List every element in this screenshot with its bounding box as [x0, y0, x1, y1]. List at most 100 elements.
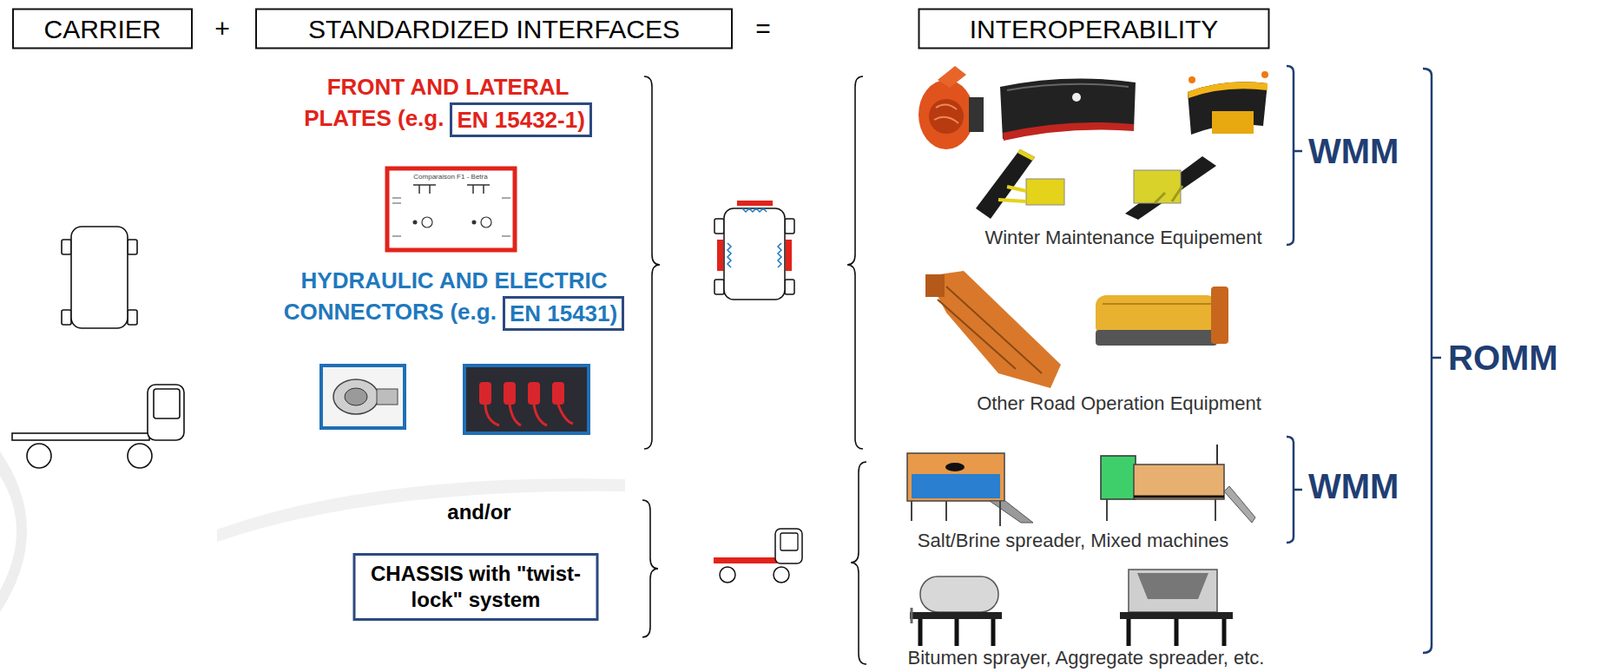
flail-mower-picture: [925, 270, 1061, 389]
electric-connector-photo: [464, 365, 589, 434]
carrier-truck-icon-part: [12, 433, 150, 441]
hydraulic-plug-photo: [321, 365, 405, 428]
sweeper-picture-part: [1095, 329, 1218, 346]
chassis-truck-icon-part: [773, 566, 790, 583]
plate-drawing: [387, 168, 515, 251]
plate-drawing-part: [421, 217, 433, 228]
flail-mower-picture-part: [937, 286, 1042, 374]
snow-blower-picture: [918, 65, 984, 150]
sweeper-picture-part: [1102, 302, 1212, 305]
box-text: STANDARDIZED INTERFACES: [308, 13, 680, 44]
aggregate-spreader-picture: [1119, 569, 1233, 646]
electric-connector-photo-part: [485, 404, 573, 426]
salt-spreader-picture-part: [989, 500, 1034, 523]
background-swoosh: [0, 451, 626, 613]
carrier-with-plates-icon-part-part: [784, 279, 795, 295]
curly-brace: [642, 76, 867, 665]
box-text: CHASSIS with "twist-lock" system: [362, 560, 590, 613]
mixed-machine-picture-part: [1216, 444, 1219, 465]
equipment-caption: Winter Maintenance Equipement: [984, 226, 1262, 249]
snow-blower-picture-part: [968, 97, 984, 132]
carrier-with-plates-icon-part: [717, 239, 724, 271]
bitumen-sprayer-picture-part: [920, 618, 994, 646]
carrier-truck-icon-part: [26, 443, 52, 468]
chassis-truck-icon-part: [713, 557, 777, 564]
carrier-truck-icon-part: [153, 388, 180, 419]
snow-plow-picture: [1000, 79, 1136, 141]
group-bracket-part: [1286, 65, 1303, 245]
snow-plow-picture-part: [1002, 122, 1134, 141]
background-swoosh-part: [217, 478, 626, 542]
chassis-truck-icon-part: [719, 566, 736, 583]
carrier-truck-icon: [12, 384, 185, 468]
mixed-machine-picture-part: [1100, 455, 1136, 500]
aggregate-spreader-picture-part: [1128, 569, 1218, 613]
carrier-topview-icon-part: [127, 309, 138, 325]
electric-connector-photo-part: [527, 381, 540, 405]
electric-connector-photo-part: [503, 381, 516, 405]
hydraulic-plug-photo-part: [344, 388, 368, 406]
carrier-with-plates-icon-part: [737, 200, 773, 206]
snow-plow-picture-part: [1007, 84, 1129, 91]
equipment-caption: Bitumen sprayer, Aggregate spreader, etc…: [908, 646, 1265, 669]
carrier-with-plates-icon-part: [742, 208, 767, 212]
bitumen-sprayer-picture-part: [910, 607, 914, 624]
plate-drawing-part: [392, 197, 511, 237]
carrier-with-plates-icon-part: [727, 243, 731, 268]
carrier-with-plates-icon-part: [785, 239, 792, 271]
operator-sign: +: [214, 13, 231, 45]
mixed-machine-picture-part: [1224, 486, 1256, 523]
mixed-machine-picture-part: [1106, 499, 1216, 521]
box-text: EN 15431): [509, 300, 618, 327]
snow-blower-picture-part: [937, 65, 967, 88]
snow-plow-picture: [975, 149, 1065, 219]
standard-ref-box: EN 15432-1): [449, 102, 592, 138]
group-bracket-part: [1422, 68, 1442, 653]
group-label: WMM: [1308, 131, 1399, 172]
box-text: CARRIER: [43, 13, 161, 44]
mixed-machine-picture-part: [1133, 464, 1225, 500]
box-text: INTEROPERABILITY: [969, 13, 1219, 44]
salt-spreader-picture-part: [911, 474, 1001, 499]
snow-blower-picture-part: [928, 98, 964, 134]
chassis-truck-icon-part: [775, 528, 803, 564]
snow-plow-picture-part: [1211, 111, 1254, 134]
snow-blower-picture-part: [934, 104, 959, 124]
snow-plow-picture-part: [1072, 92, 1081, 102]
carrier-topview-icon-part: [61, 309, 72, 325]
flail-mower-picture-part: [925, 274, 945, 297]
aggregate-spreader-picture-part: [1137, 572, 1209, 600]
snow-plow-picture-part: [1026, 178, 1065, 205]
chassis-box: CHASSIS with "twist-lock" system: [353, 553, 600, 621]
header-box: STANDARDIZED INTERFACES: [255, 8, 733, 50]
sweeper-picture-part: [1211, 286, 1229, 344]
salt-spreader-picture-part: [945, 462, 965, 472]
drawing-title: Comparaison F1 - Betra: [413, 172, 488, 181]
snow-plow-picture-part: [1154, 185, 1183, 204]
mixed-machine-picture: [1100, 444, 1256, 523]
curly-brace-part: [644, 76, 660, 449]
carrier-with-plates-icon-part: [777, 243, 782, 268]
carrier-topview-icon-part: [71, 226, 128, 329]
group-label: WMM: [1308, 466, 1399, 507]
carrier-truck-icon-part: [147, 384, 185, 441]
mixed-machine-picture-part: [1133, 495, 1225, 499]
snow-plow-picture-part: [1261, 71, 1269, 79]
salt-spreader-picture: [907, 453, 1034, 527]
salt-spreader-picture-part: [911, 500, 1001, 527]
hydraulic-plug-photo-part: [376, 388, 398, 405]
header-box: CARRIER: [12, 8, 193, 50]
snow-plow-picture-part: [1188, 76, 1196, 84]
carrier-with-plates-icon-part-part: [714, 218, 725, 234]
snow-plow-picture: [1187, 71, 1269, 135]
aggregate-spreader-picture-part: [1119, 612, 1233, 619]
snow-plow-picture-part: [1187, 81, 1268, 99]
plate-drawing-part: [387, 168, 515, 251]
equipment-caption: Salt/Brine spreader, Mixed machines: [917, 529, 1229, 552]
hydraulic-plug-photo-part: [321, 365, 405, 428]
snow-plow-picture-part: [1017, 149, 1035, 161]
aggregate-spreader-picture-part: [1128, 618, 1225, 646]
plate-drawing-part: [472, 220, 477, 225]
